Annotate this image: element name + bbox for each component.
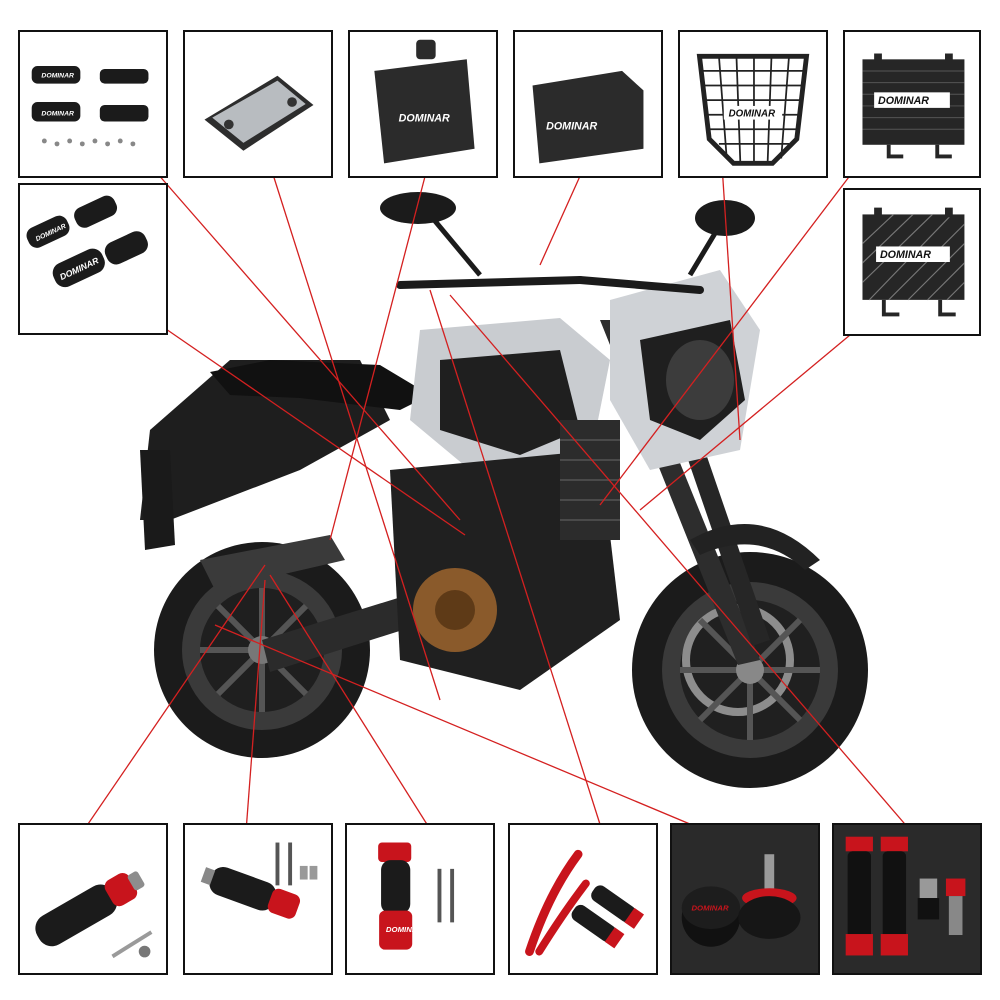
panel-frame-sliders-set[interactable]: DOMINAR DOMINAR bbox=[18, 30, 168, 178]
panel-swingarm-spools[interactable]: DOMINAR bbox=[670, 823, 820, 975]
brand-mark-text: DOMINAR bbox=[386, 925, 423, 934]
panel-side-stand-plate[interactable] bbox=[183, 30, 333, 178]
panel-headlight-grille[interactable]: DOMINAR bbox=[678, 30, 828, 178]
reservoir-cover-icon: DOMINAR bbox=[532, 70, 644, 164]
panel-rear-reservoir-cover[interactable]: DOMINAR bbox=[348, 30, 498, 178]
brand-mark-text: DOMINAR bbox=[691, 904, 728, 913]
leader-lines bbox=[59, 164, 911, 866]
radiator-grille-icon: DOMINAR bbox=[862, 53, 965, 159]
brand-mark-text: DOMINAR bbox=[878, 95, 929, 107]
brand-mark-text: DOMINAR bbox=[729, 109, 775, 120]
motorcycle-image bbox=[140, 192, 868, 788]
brand-mark-text: DOMINAR bbox=[880, 249, 931, 261]
axle-slider-icon bbox=[35, 871, 153, 959]
panel-radiator-guard-lines[interactable]: DOMINAR bbox=[843, 188, 981, 336]
panel-front-reservoir-cover[interactable]: DOMINAR bbox=[513, 30, 663, 178]
headlight-guard-icon: DOMINAR bbox=[696, 53, 810, 166]
panel-grips-and-bar-ends[interactable] bbox=[832, 823, 982, 975]
lever-grip-icon bbox=[525, 849, 645, 956]
frame-slider-icon: DOMINAR bbox=[378, 842, 455, 950]
reservoir-cover-icon: DOMINAR bbox=[374, 39, 475, 164]
brand-mark-text: DOMINAR bbox=[399, 113, 450, 125]
brand-mark-text: DOMINAR bbox=[41, 73, 74, 80]
axle-slider-icon bbox=[200, 842, 318, 919]
grip-bar-end-icon bbox=[845, 836, 966, 956]
panel-levers-and-grips[interactable] bbox=[508, 823, 658, 975]
frame-slider-kit-icon: DOMINAR DOMINAR bbox=[31, 66, 149, 147]
brand-mark-text: DOMINAR bbox=[546, 120, 597, 132]
radiator-grille-icon: DOMINAR bbox=[862, 207, 965, 317]
panel-front-axle-slider[interactable] bbox=[183, 823, 333, 975]
kickstand-pad-icon bbox=[204, 75, 314, 151]
bumper-blocks-icon: DOMINAR DOMINAR bbox=[26, 195, 148, 288]
brand-mark-text: DOMINAR bbox=[41, 111, 74, 118]
spool-icon: DOMINAR bbox=[681, 854, 801, 947]
panel-frame-slider-red[interactable]: DOMINAR bbox=[345, 823, 495, 975]
panel-radiator-guard-mesh[interactable]: DOMINAR bbox=[843, 30, 981, 178]
panel-engine-guard-bumpers[interactable]: DOMINAR DOMINAR bbox=[18, 183, 168, 335]
panel-rear-axle-slider[interactable] bbox=[18, 823, 168, 975]
